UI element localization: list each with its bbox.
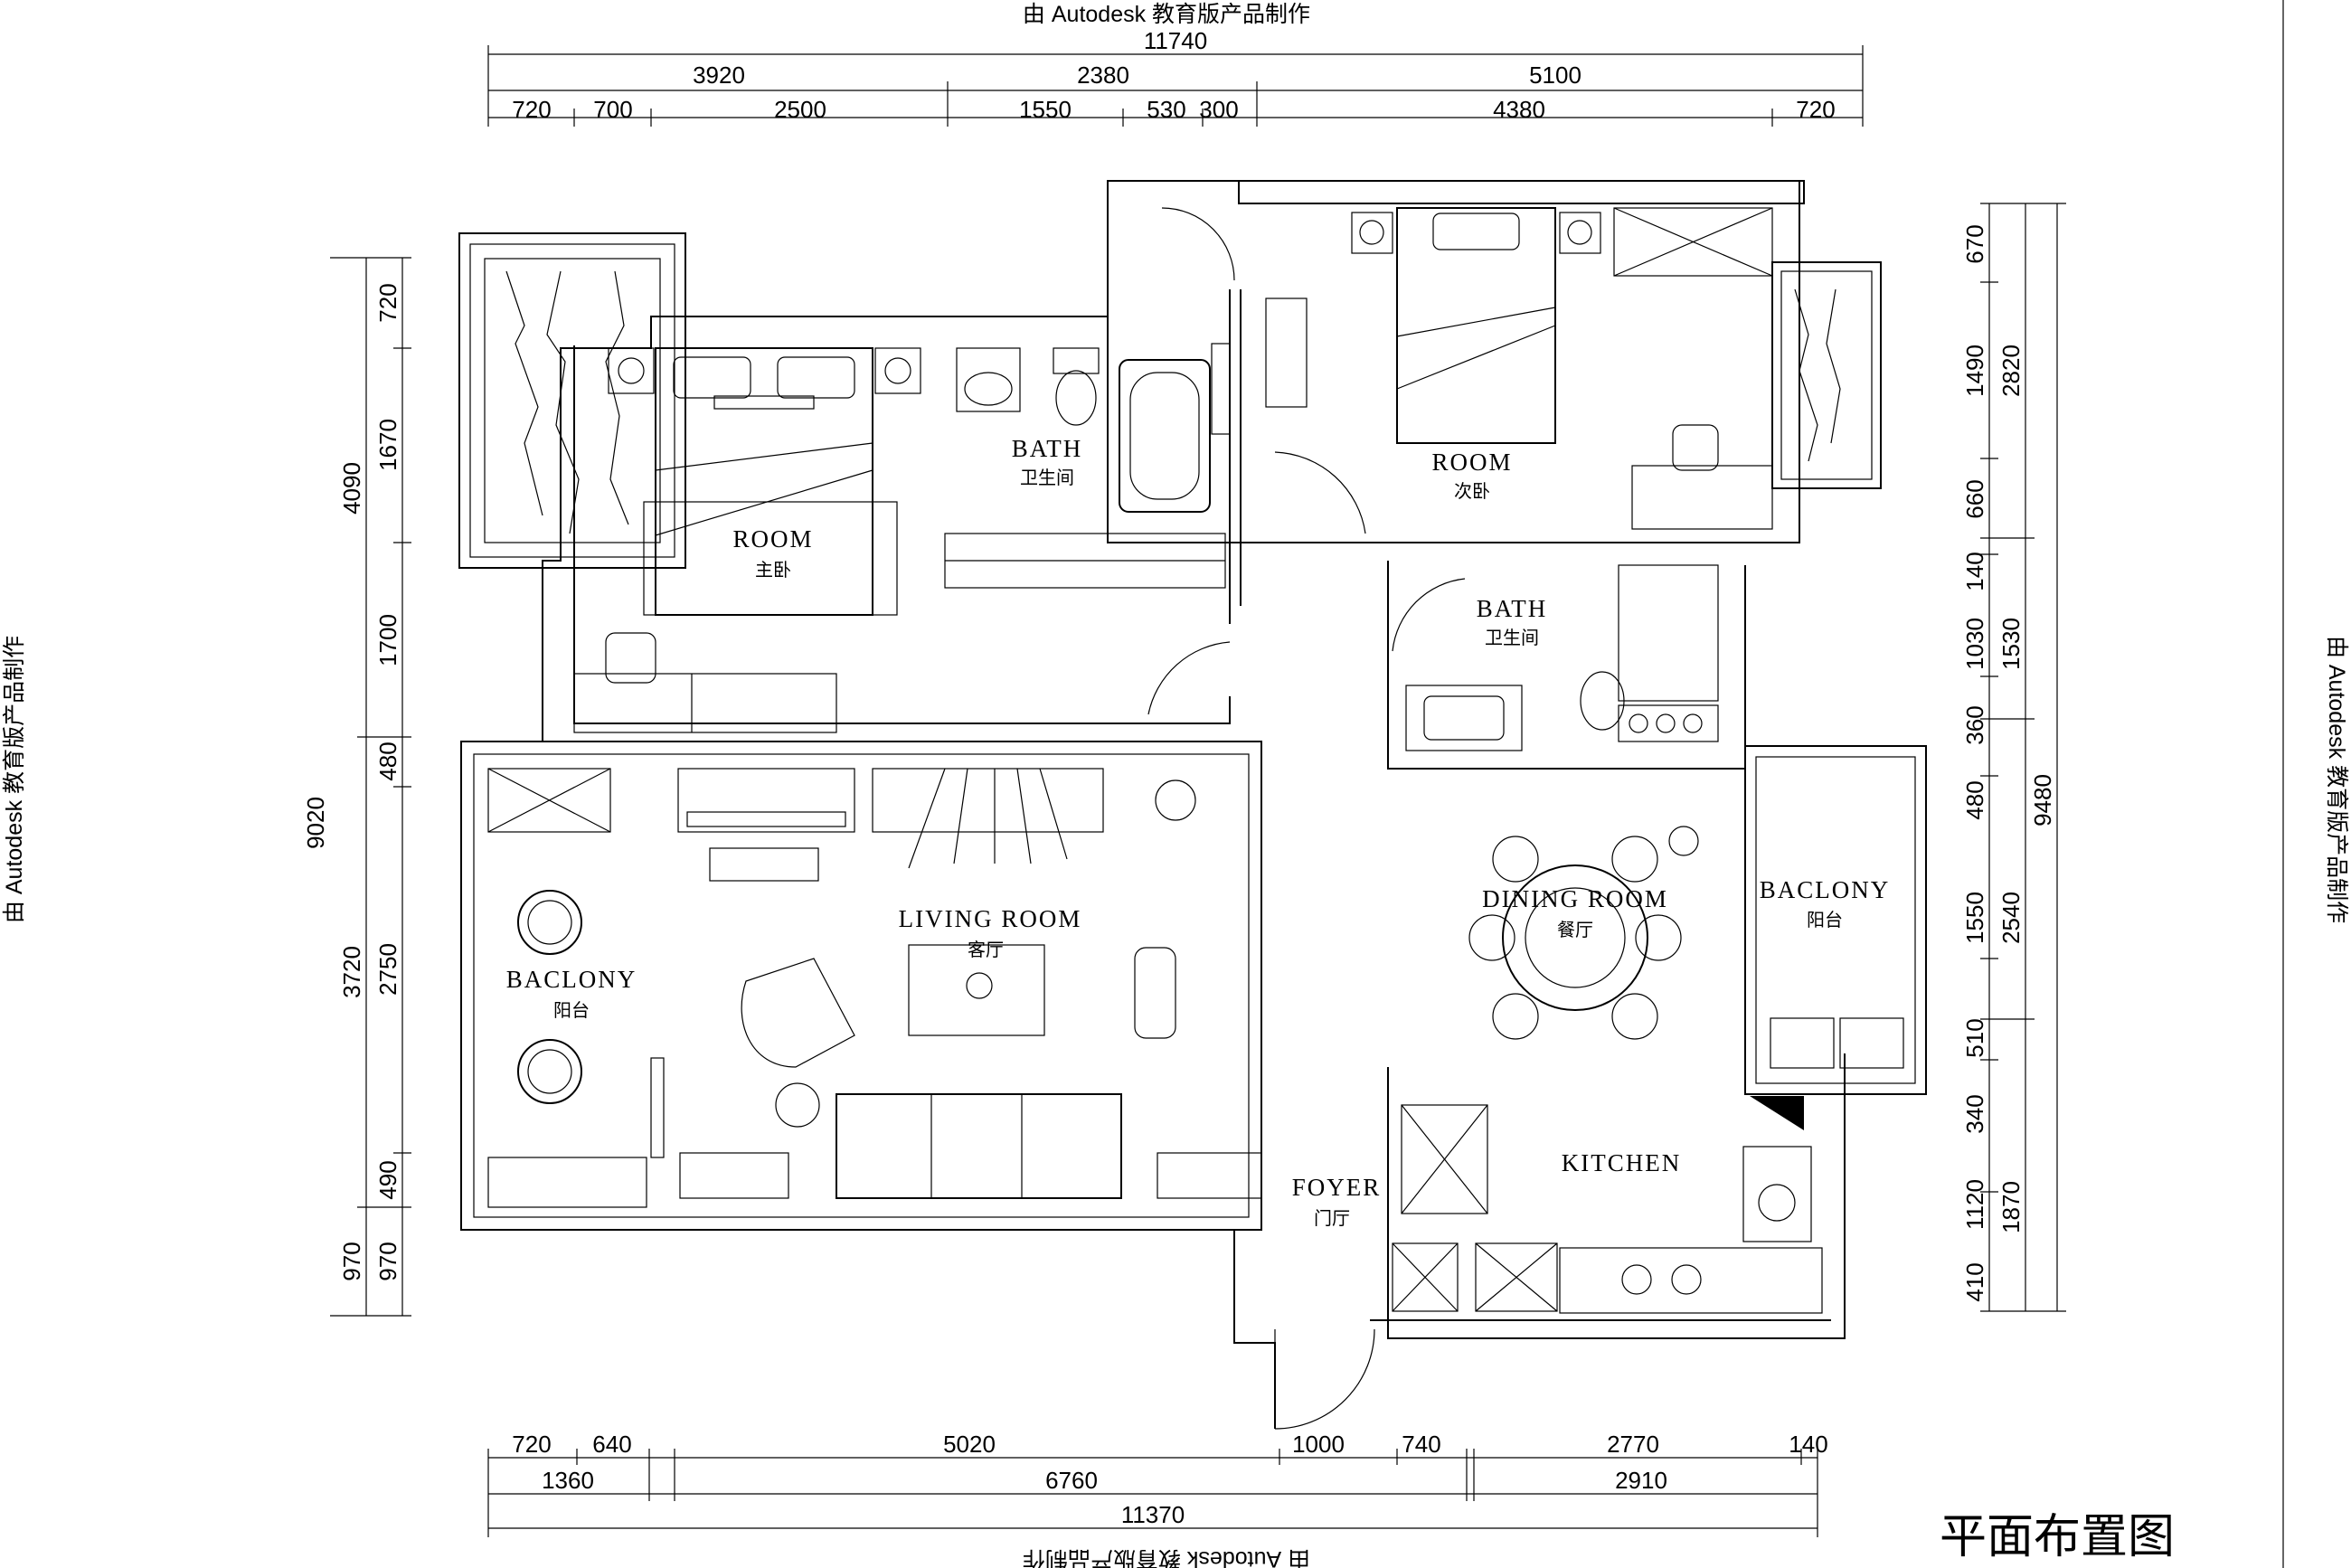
dim-right-inner: 1030 bbox=[1961, 618, 1988, 670]
dimension-bottom: 720 640 5020 1000 740 2770 140 1360 6760… bbox=[487, 1431, 1828, 1537]
watermark-bottom: 由 Autodesk 教育版产品制作 bbox=[1023, 1546, 1310, 1568]
window-glass-pattern bbox=[505, 270, 1841, 534]
dim-right-inner: 140 bbox=[1961, 552, 1988, 590]
label-foyer: FOYER bbox=[1292, 1174, 1382, 1201]
label-bath1: BATH bbox=[1012, 435, 1083, 462]
watermark-top: 由 Autodesk 教育版产品制作 bbox=[1023, 2, 1310, 27]
dim-bottom-detail: 140 bbox=[1789, 1431, 1827, 1458]
second-wardrobe bbox=[1613, 207, 1773, 530]
dim-right-inner: 1490 bbox=[1961, 345, 1988, 397]
dim-right-inner: 360 bbox=[1961, 705, 1988, 744]
dim-left-outer: 3720 bbox=[338, 946, 365, 998]
label-balcony-left-cn: 阳台 bbox=[553, 1000, 590, 1021]
label-dining-cn: 餐厅 bbox=[1557, 920, 1593, 940]
dim-bottom-detail: 720 bbox=[512, 1431, 551, 1458]
bath2-fixtures bbox=[1405, 564, 1719, 751]
label-bath1-cn: 卫生间 bbox=[1020, 468, 1074, 488]
dim-right-total: 9480 bbox=[2029, 774, 2056, 827]
dim-bottom-mid: 1360 bbox=[542, 1467, 594, 1494]
dimension-right: 670 1490 660 140 1030 360 480 1550 510 3… bbox=[1961, 203, 2066, 1312]
dim-right-mid: 1870 bbox=[1997, 1181, 2025, 1233]
label-master-room-cn: 主卧 bbox=[755, 560, 791, 581]
watermark-right: 由 Autodesk 教育版产品制作 bbox=[2324, 636, 2349, 923]
living-furniture bbox=[487, 768, 1262, 1199]
nightstand-icon bbox=[608, 347, 921, 394]
dim-left-outer: 9020 bbox=[302, 797, 329, 849]
dim-top-total: 11740 bbox=[1144, 27, 1207, 54]
master-bed bbox=[643, 347, 898, 616]
dim-top-detail: 300 bbox=[1199, 96, 1238, 123]
dim-right-inner: 1550 bbox=[1961, 892, 1988, 944]
dim-left-inner: 1670 bbox=[374, 419, 401, 471]
dim-top-detail: 720 bbox=[1796, 96, 1835, 123]
drawing-title: 平面布置图 bbox=[1940, 1510, 2175, 1564]
label-balcony-right-cn: 阳台 bbox=[1807, 910, 1843, 930]
master-desk bbox=[573, 632, 837, 733]
dim-left-inner: 970 bbox=[374, 1242, 401, 1280]
dim-bottom-detail: 1000 bbox=[1292, 1431, 1345, 1458]
dim-left-inner: 1700 bbox=[374, 614, 401, 666]
dim-left-inner: 490 bbox=[374, 1160, 401, 1199]
walls bbox=[458, 180, 1927, 1430]
dim-right-inner: 1120 bbox=[1961, 1179, 1988, 1230]
label-balcony-left: BACLONY bbox=[506, 966, 637, 993]
label-living-cn: 客厅 bbox=[968, 940, 1004, 960]
label-second-room: ROOM bbox=[1431, 449, 1512, 476]
label-kitchen: KITCHEN bbox=[1562, 1149, 1681, 1176]
dim-bottom-detail: 640 bbox=[592, 1431, 631, 1458]
dim-bottom-detail: 740 bbox=[1402, 1431, 1440, 1458]
dim-top-detail: 720 bbox=[512, 96, 551, 123]
label-master-room: ROOM bbox=[732, 525, 813, 553]
dim-left-outer: 4090 bbox=[338, 462, 365, 515]
dim-right-mid: 2820 bbox=[1997, 345, 2025, 397]
dim-right-inner: 480 bbox=[1961, 780, 1988, 819]
dining-table bbox=[1468, 826, 1904, 1069]
label-second-room-cn: 次卧 bbox=[1454, 481, 1490, 502]
dimension-top: 11740 3920 2380 5100 720 700 2500 1550 5… bbox=[487, 27, 1864, 127]
dim-bottom-detail: 2770 bbox=[1607, 1431, 1659, 1458]
label-foyer-cn: 门厅 bbox=[1314, 1208, 1350, 1229]
second-bed bbox=[1351, 207, 1601, 444]
label-dining: DINING ROOM bbox=[1482, 885, 1668, 912]
dim-right-mid: 2540 bbox=[1997, 892, 2025, 944]
dim-bottom-total: 11370 bbox=[1121, 1501, 1185, 1528]
dim-top-detail: 2500 bbox=[774, 96, 826, 123]
dim-top-mid: 3920 bbox=[693, 61, 745, 89]
label-bath2-cn: 卫生间 bbox=[1485, 628, 1539, 648]
label-balcony-right: BACLONY bbox=[1760, 876, 1891, 903]
dim-left-outer: 970 bbox=[338, 1242, 365, 1280]
dim-top-detail: 530 bbox=[1147, 96, 1185, 123]
dim-top-detail: 700 bbox=[593, 96, 632, 123]
dim-right-inner: 510 bbox=[1961, 1018, 1988, 1057]
dim-top-detail: 4380 bbox=[1493, 96, 1545, 123]
dim-bottom-detail: 5020 bbox=[943, 1431, 996, 1458]
dim-left-inner: 2750 bbox=[374, 943, 401, 996]
watermark-left: 由 Autodesk 教育版产品制作 bbox=[2, 636, 27, 923]
bath1-fixtures bbox=[944, 298, 1308, 589]
dim-left-inner: 480 bbox=[374, 741, 401, 780]
label-bath2: BATH bbox=[1477, 595, 1548, 622]
balcony-left-furniture bbox=[487, 890, 665, 1208]
dim-left-inner: 720 bbox=[374, 283, 401, 322]
dim-right-inner: 660 bbox=[1961, 479, 1988, 518]
dim-right-mid: 1530 bbox=[1997, 618, 2025, 670]
dim-bottom-mid: 2910 bbox=[1615, 1467, 1667, 1494]
dim-top-detail: 1550 bbox=[1019, 96, 1072, 123]
dim-right-inner: 410 bbox=[1961, 1262, 1988, 1301]
kitchen-fixtures bbox=[1392, 1096, 1823, 1314]
dim-bottom-mid: 6760 bbox=[1045, 1467, 1098, 1494]
dimension-left: 4090 9020 3720 970 720 1670 1700 480 275… bbox=[302, 257, 411, 1317]
label-living: LIVING ROOM bbox=[899, 905, 1082, 932]
dim-top-mid: 2380 bbox=[1077, 61, 1129, 89]
dim-right-inner: 670 bbox=[1961, 224, 1988, 263]
dim-right-inner: 340 bbox=[1961, 1094, 1988, 1133]
dim-top-mid: 5100 bbox=[1529, 61, 1581, 89]
